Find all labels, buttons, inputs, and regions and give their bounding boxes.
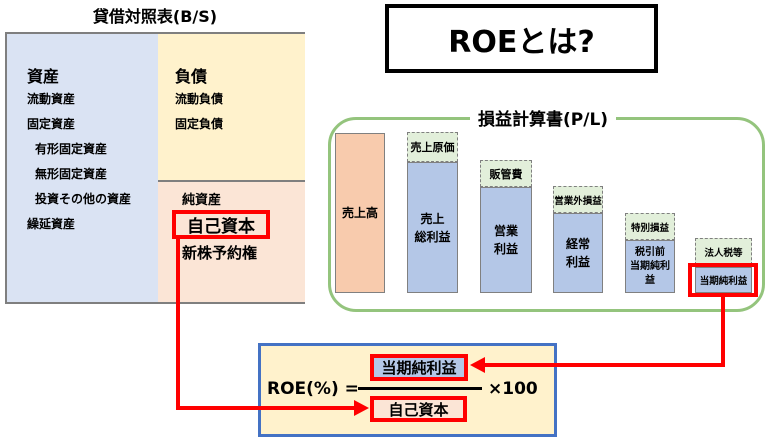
liabilities-heading: 負債 (175, 67, 208, 86)
gross-profit-label: 売上 総利益 (414, 211, 451, 244)
equity-arrowhead-icon (354, 400, 369, 416)
equity-arrow-vertical (176, 237, 180, 409)
equity-arrow-horizontal (176, 406, 358, 410)
ordinary-profit-bar: 経常 利益 (553, 213, 603, 293)
formula-denominator-box: 自己資本 (370, 396, 467, 422)
net-income-arrowhead-icon (470, 357, 485, 373)
asset-item-current: 流動資産 (27, 92, 76, 106)
asset-item-deferred: 繰延資産 (27, 217, 76, 231)
ordinary-profit-label: 経常 利益 (565, 237, 590, 269)
non-operating-label: 営業外損益 (554, 195, 602, 207)
revenue-bar: 売上高 (335, 133, 385, 293)
tax-label: 法人税等 (704, 247, 743, 259)
operating-profit-label: 営業 利益 (493, 224, 518, 256)
net-assets-heading: 純資産 (182, 193, 222, 208)
assets-heading: 資産 (27, 67, 60, 86)
tax-deduction-box: 法人税等 (695, 238, 752, 265)
formula-denominator: 自己資本 (388, 400, 449, 419)
net-income-arrow-horizontal (485, 363, 725, 367)
cogs-label: 売上原価 (410, 141, 455, 154)
net-income-arrow-vertical (721, 296, 725, 367)
roe-headline-box: ROEとは? (385, 4, 658, 73)
formula-lhs: ROE(%) = (267, 379, 359, 399)
net-income-bar: 当期純利益 (695, 267, 752, 293)
balance-sheet-title: 貸借対照表(B/S) (92, 7, 218, 26)
net-assets-section (158, 182, 305, 302)
balance-sheet: 資産 流動資産 固定資産 有形固定資産 無形固定資産 投資その他の資産 繰延資産… (5, 32, 305, 304)
asset-item-tangible: 有形固定資産 (35, 142, 108, 156)
asset-item-intangible: 無形固定資産 (35, 167, 108, 181)
equity-label: 自己資本 (187, 217, 255, 237)
sga-label: 販管費 (489, 167, 523, 181)
liability-item-current: 流動負債 (175, 92, 224, 106)
equity-highlight-box: 自己資本 (172, 210, 270, 239)
sga-deduction-box: 販管費 (480, 160, 532, 187)
operating-profit-bar: 営業 利益 (480, 187, 532, 293)
pretax-profit-bar: 税引前 当期純利益 (625, 240, 675, 293)
net-income-highlight-box (688, 263, 758, 297)
asset-item-fixed: 固定資産 (27, 117, 76, 131)
formula-fraction-line (358, 387, 482, 390)
pl-title: 損益計算書(P/L) (470, 105, 617, 130)
revenue-bar-label: 売上高 (341, 206, 378, 220)
extraordinary-deduction-box: 特別損益 (625, 213, 675, 240)
formula-numerator-box: 当期純利益 (370, 354, 468, 381)
stock-warrants-label: 新株予約権 (182, 244, 258, 262)
liability-item-fixed: 固定負債 (175, 117, 224, 131)
gross-profit-bar: 売上 総利益 (407, 162, 458, 293)
liabilities-section (158, 34, 305, 182)
asset-item-investments: 投資その他の資産 (35, 192, 132, 206)
extraordinary-label: 特別損益 (630, 222, 669, 234)
pretax-profit-label: 税引前 当期純利益 (630, 246, 670, 286)
formula-numerator: 当期純利益 (381, 359, 457, 377)
net-income-bar-label: 当期純利益 (699, 276, 748, 287)
non-operating-deduction-box: 営業外損益 (553, 186, 603, 213)
roe-headline: ROEとは? (448, 24, 595, 60)
cogs-deduction-box: 売上原価 (407, 132, 458, 162)
formula-multiplier: ×100 (488, 379, 538, 399)
